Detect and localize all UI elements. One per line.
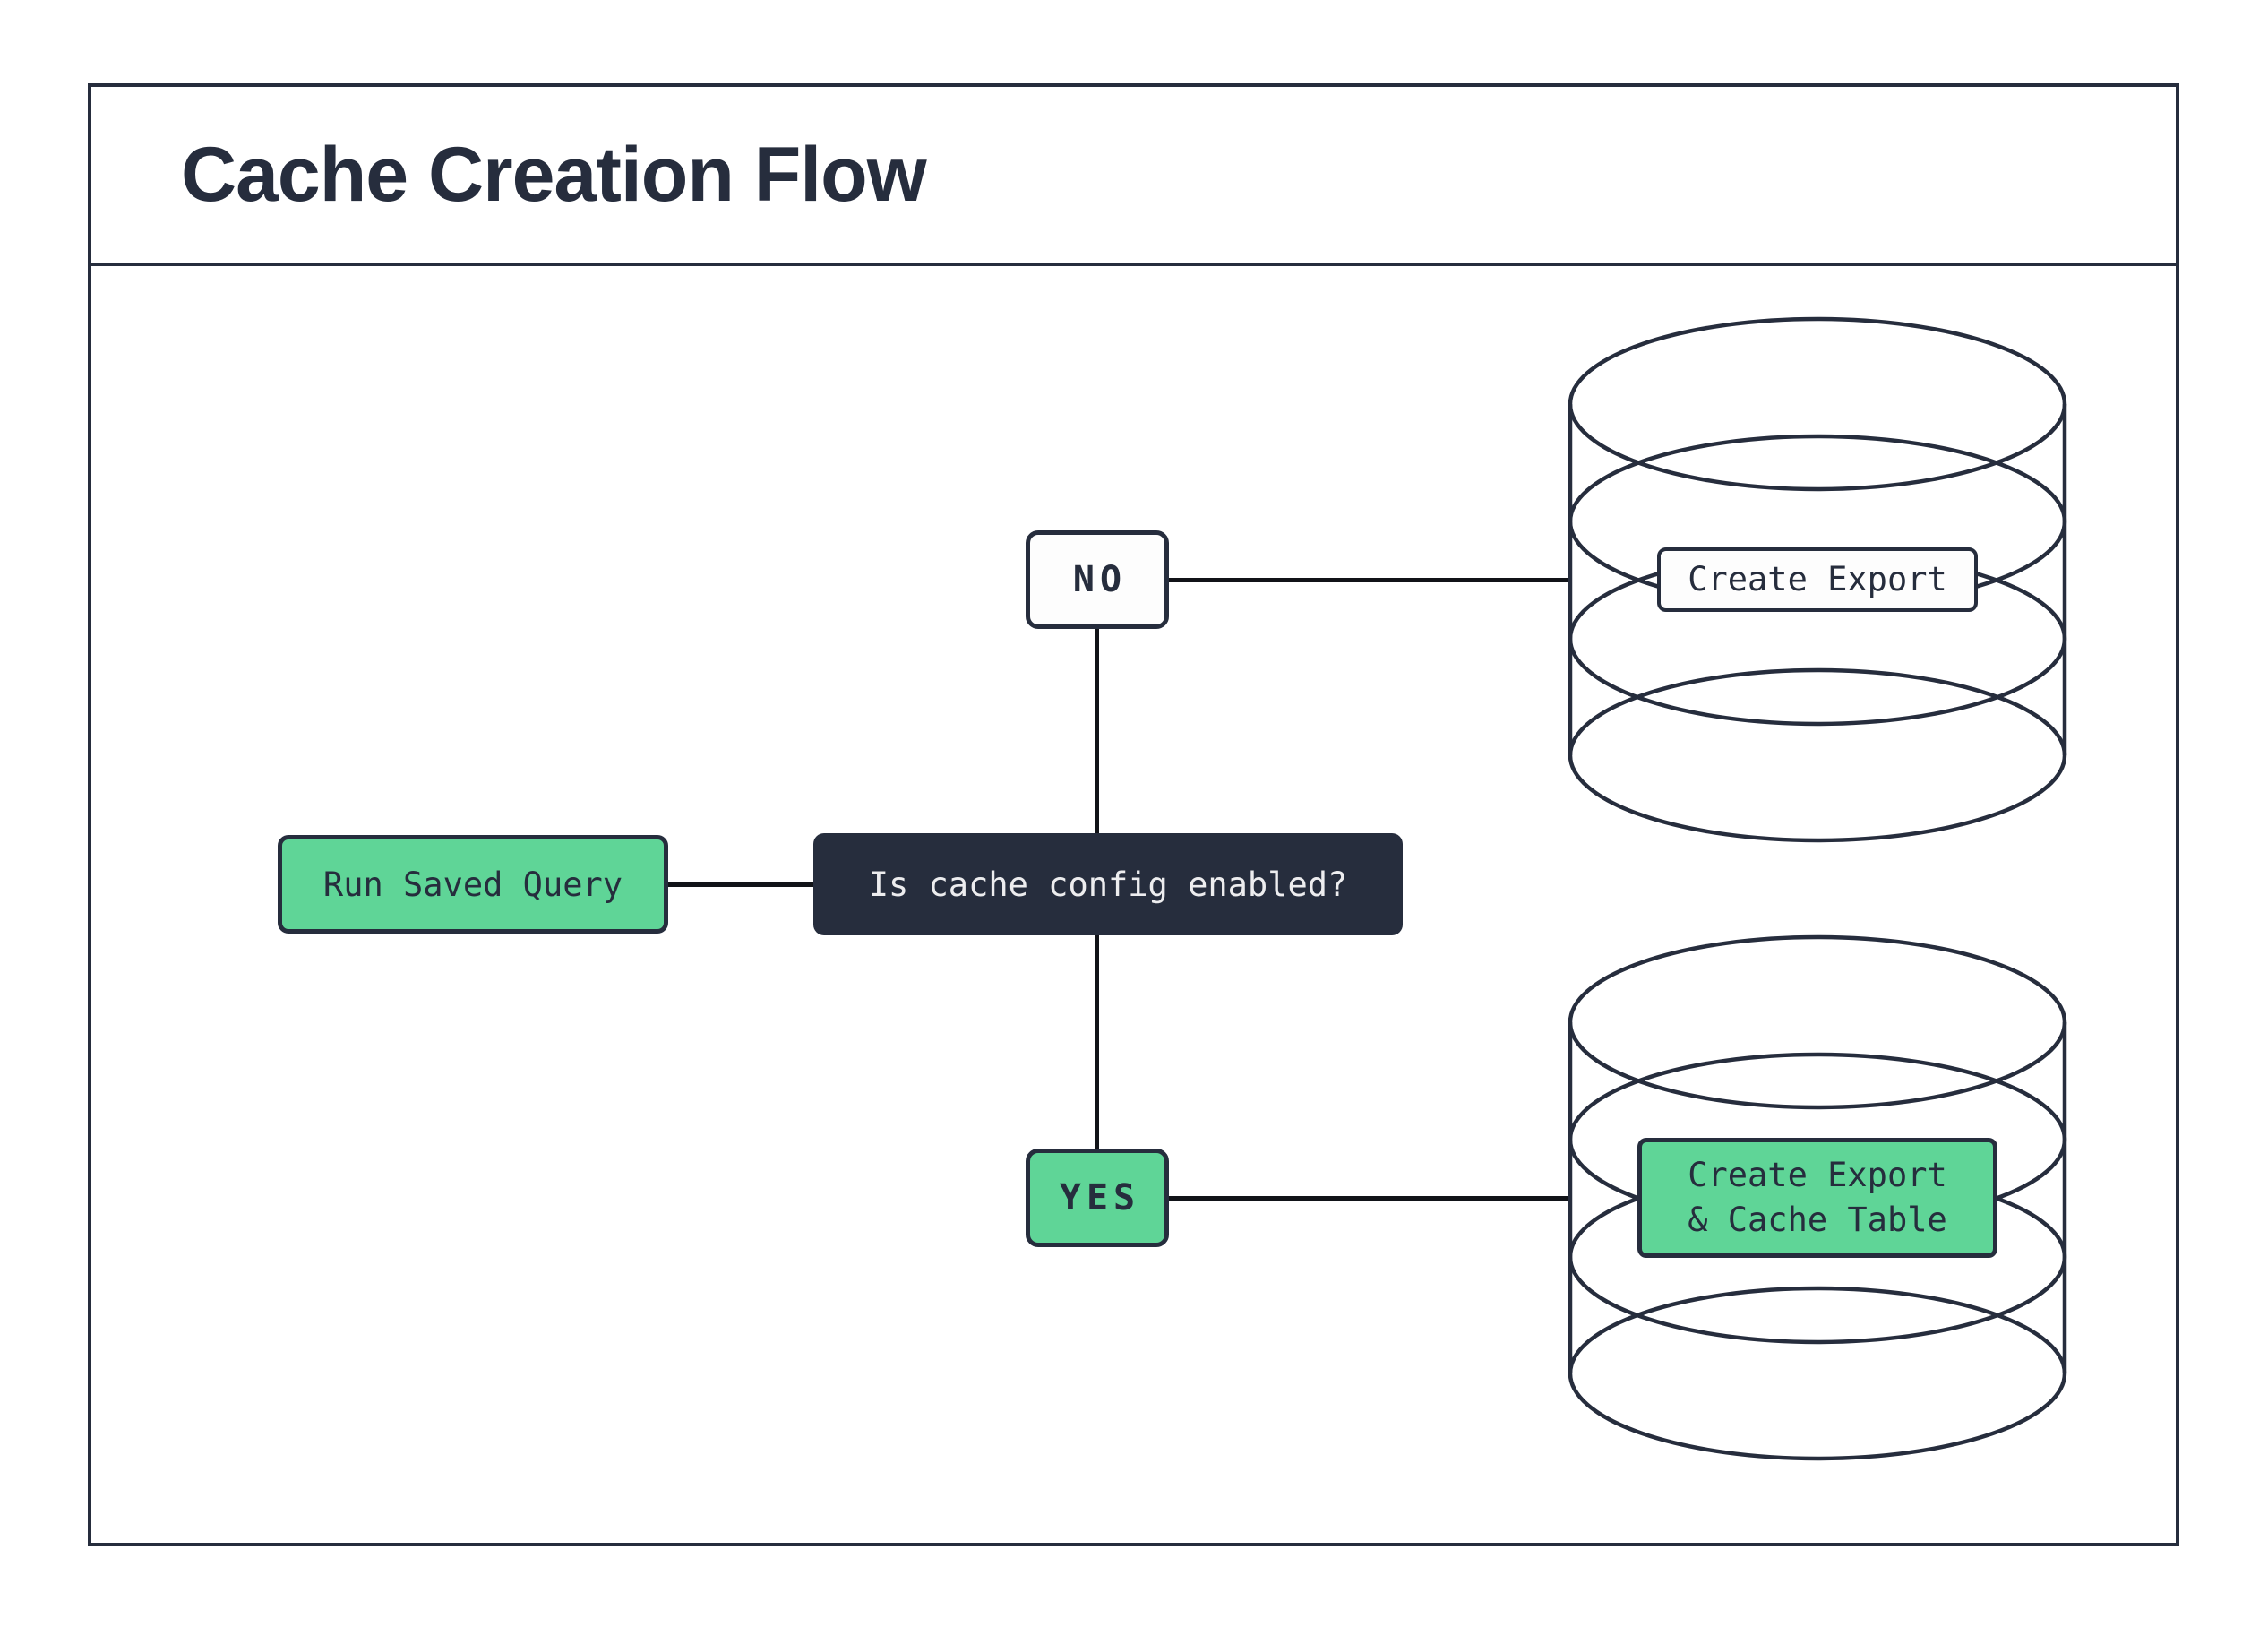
branch-label-no: NO [1026, 530, 1169, 629]
label-create-export-cache-table: Create Export & Cache Table [1637, 1138, 1997, 1258]
page-title: Cache Creation Flow [181, 131, 927, 218]
connector-no-to-export-db [1169, 578, 1569, 582]
connector-yes-to-cache-db [1169, 1196, 1569, 1201]
connector-decision-to-yes [1095, 935, 1099, 1149]
node-run-saved-query: Run Saved Query [278, 835, 668, 934]
node-decision-cache-config: Is cache config enabled? [813, 833, 1403, 935]
branch-label-yes: YES [1026, 1149, 1169, 1247]
connector-start-to-decision [668, 882, 813, 887]
connector-decision-to-no [1095, 629, 1099, 833]
diagram-header: Cache Creation Flow [91, 87, 2176, 266]
diagram-frame: Cache Creation Flow [88, 83, 2179, 1546]
label-create-export: Create Export [1657, 547, 1978, 612]
